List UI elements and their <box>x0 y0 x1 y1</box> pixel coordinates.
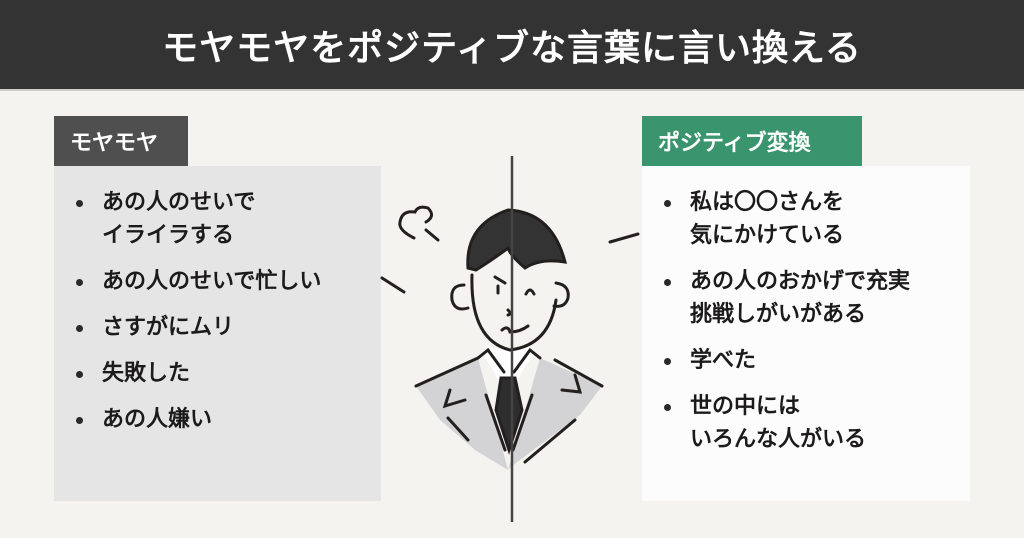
list-item: さすがにムリ <box>72 311 381 344</box>
negative-list: あの人のせいでイライラする あの人のせいで忙しい さすがにムリ 失敗した あの人… <box>72 186 381 436</box>
page-title: モヤモヤをポジティブな言葉に言い換える <box>162 27 862 69</box>
negative-label: モヤモヤ <box>54 116 188 166</box>
list-item: あの人のせいで忙しい <box>72 265 381 298</box>
positive-list: 私は〇〇さんを気にかけている あの人のおかげで充実挑戦しがいがある 学べた 世の… <box>660 186 970 456</box>
list-item: 失敗した <box>72 357 381 390</box>
list-item: あの人嫌い <box>72 403 381 436</box>
businessman-illustration <box>380 156 640 522</box>
positive-label: ポジティブ変換 <box>642 116 862 166</box>
list-item: あの人のおかげで充実挑戦しがいがある <box>660 265 970 331</box>
list-item: 世の中にはいろんな人がいる <box>660 390 970 456</box>
list-item: あの人のせいでイライラする <box>72 186 381 252</box>
page-header: モヤモヤをポジティブな言葉に言い換える <box>0 0 1024 91</box>
list-item: 学べた <box>660 344 970 377</box>
positive-list-panel: 私は〇〇さんを気にかけている あの人のおかげで充実挑戦しがいがある 学べた 世の… <box>642 166 970 501</box>
list-item: 私は〇〇さんを気にかけている <box>660 186 970 252</box>
negative-list-panel: あの人のせいでイライラする あの人のせいで忙しい さすがにムリ 失敗した あの人… <box>54 166 381 501</box>
